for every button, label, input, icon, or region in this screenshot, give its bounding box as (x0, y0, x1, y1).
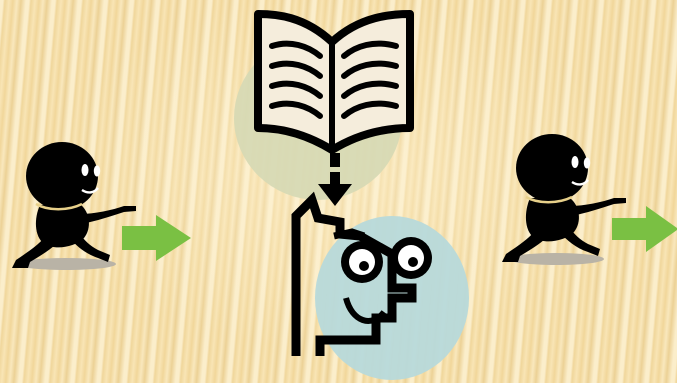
green-arrow-right-icon (0, 0, 677, 383)
slide-background (0, 0, 677, 383)
